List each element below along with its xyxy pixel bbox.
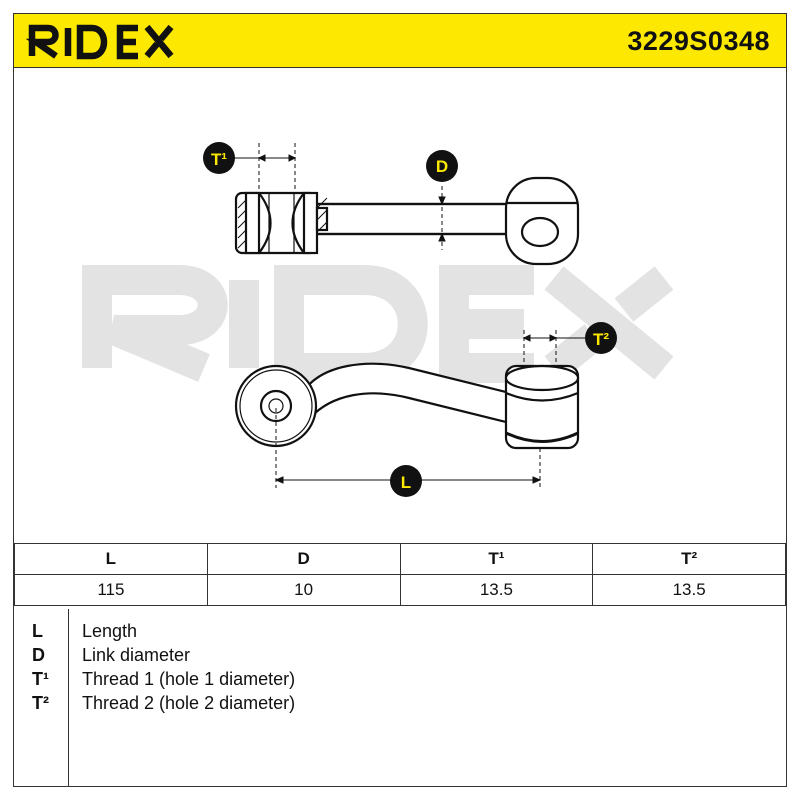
legend-key: D (32, 645, 45, 665)
badge-t2: T² (585, 322, 617, 354)
specs-table: L D T¹ T² 115 10 13.5 13.5 (14, 543, 786, 606)
header-thread-1: T¹ (399, 543, 594, 575)
value-length: 115 (14, 574, 208, 606)
value-thread-1: 13.5 (399, 574, 594, 606)
top-view-link (234, 176, 580, 266)
value-diameter: 10 (206, 574, 401, 606)
legend-item: T¹ Thread 1 (hole 1 diameter) (14, 669, 786, 693)
badge-l: L (390, 465, 422, 497)
bottom-view-link (234, 362, 580, 450)
legend-text: Thread 1 (hole 1 diameter) (82, 669, 296, 689)
ridex-logo (26, 24, 174, 60)
legend-text: Length (82, 621, 138, 641)
header-bar: 3229S0348 (14, 14, 786, 68)
part-number: 3229S0348 (627, 26, 770, 56)
legend-text: Thread 2 (hole 2 diameter) (82, 693, 296, 713)
legend-key: T¹ (32, 669, 49, 689)
t2-dimension (522, 330, 589, 368)
header-diameter: D (206, 543, 401, 575)
header-length: L (14, 543, 208, 575)
header-thread-2: T² (592, 543, 786, 575)
specs-header-row: L D T¹ T² (14, 543, 786, 575)
badge-t1: T¹ (203, 142, 235, 174)
badge-d: D (426, 150, 458, 182)
technical-drawing: T¹ D T² L (82, 142, 674, 497)
legend-item: D Link diameter (14, 645, 786, 669)
svg-text:D: D (436, 157, 448, 176)
specs-value-row: 115 10 13.5 13.5 (14, 574, 786, 606)
d-dimension (438, 186, 446, 250)
svg-text:T¹: T¹ (211, 150, 227, 169)
t1-dimension (258, 143, 296, 193)
product-sheet: 3229S0348 (13, 13, 787, 787)
svg-text:L: L (401, 473, 411, 492)
watermark-logo (82, 265, 674, 383)
legend-key: T² (32, 693, 49, 713)
legend-item: T² Thread 2 (hole 2 diameter) (14, 693, 786, 717)
legend: L Length D Link diameter T¹ Thread 1 (ho… (14, 609, 786, 786)
legend-divider (68, 609, 69, 786)
legend-text: Link diameter (82, 645, 191, 665)
value-thread-2: 13.5 (592, 574, 786, 606)
svg-text:T²: T² (593, 330, 609, 349)
legend-key: L (32, 621, 43, 641)
legend-item: L Length (14, 621, 786, 645)
hatching-top (237, 197, 328, 249)
